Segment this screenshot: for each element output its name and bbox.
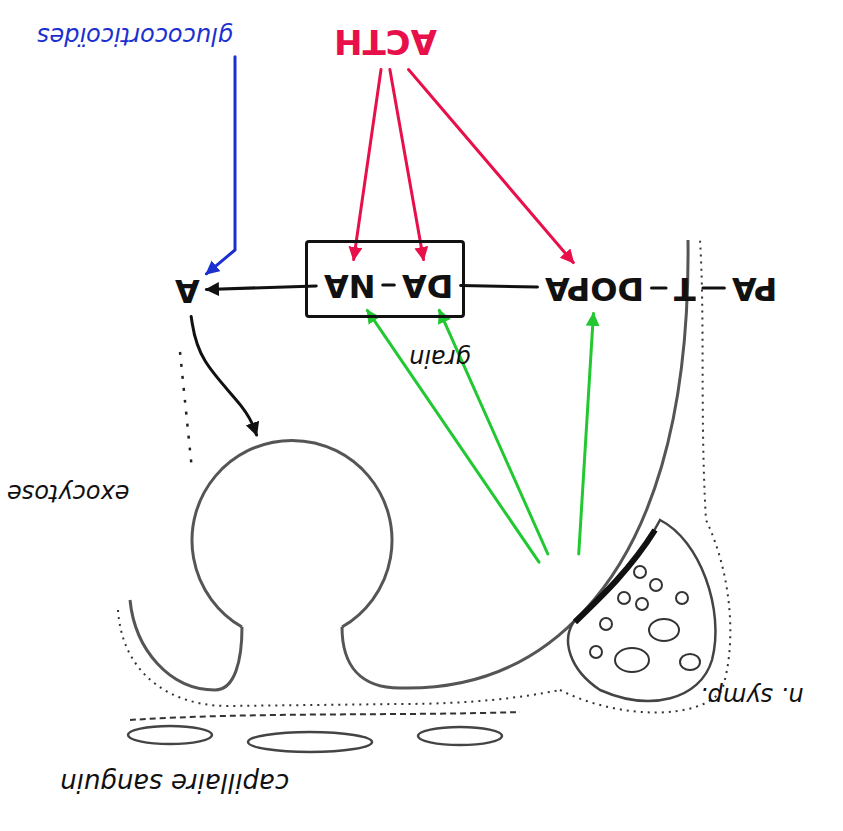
vesicle	[634, 566, 646, 578]
node-text: DOPA	[545, 270, 644, 307]
connector-arrow	[206, 57, 235, 274]
node-text: DA	[402, 267, 453, 304]
structure-label: capillaire sanguin	[60, 767, 289, 797]
synaptic-vesicles	[590, 566, 700, 672]
connector-arrow	[390, 70, 424, 260]
cell-membrane	[342, 240, 688, 688]
region-label: n. symp.	[700, 681, 803, 709]
hormone-label: glucocorticoïdes	[35, 19, 235, 51]
endothelial-cell	[128, 726, 212, 744]
synaptic-membrane	[575, 530, 655, 622]
connector-arrow	[191, 316, 256, 435]
nerve-ending: n. symp.	[545, 560, 815, 712]
basement-membrane	[118, 610, 560, 706]
vesicle-outline	[190, 440, 395, 640]
node-text: T	[674, 270, 696, 307]
molecule-label: PA	[730, 268, 779, 309]
vesicle	[650, 579, 662, 591]
molecule-label: A	[173, 270, 202, 311]
mitochondrion	[649, 619, 679, 641]
vesicle	[676, 592, 688, 604]
connector-arrow	[409, 70, 574, 263]
granule-box: grainDANA	[305, 240, 465, 318]
nerve-terminal	[568, 520, 715, 701]
basement-membrane	[560, 240, 730, 713]
vesicle	[600, 618, 612, 630]
hormone-label: ACTH	[332, 20, 439, 63]
node-text: A	[175, 272, 200, 309]
dotted-trace	[180, 352, 192, 470]
node-text: NA	[324, 267, 376, 304]
node-text: PA	[732, 270, 777, 307]
region-label: grain	[409, 343, 471, 371]
vesicle-outline	[192, 440, 392, 627]
vesicle	[636, 598, 648, 610]
connector-arrow	[652, 286, 667, 289]
node-text: glucocorticoïdes	[37, 21, 233, 49]
vesicle	[590, 646, 602, 658]
endothelial-cell	[248, 732, 372, 752]
node-text: ACTH	[334, 22, 437, 61]
vesicle	[618, 592, 630, 604]
connector-arrow	[579, 313, 594, 554]
connector-arrow	[354, 70, 381, 260]
molecule-label: DOPA	[543, 268, 646, 309]
region-label: exocytose	[7, 478, 129, 506]
structure-label: capillaire sanguin	[60, 767, 289, 797]
molecule-label: NA	[322, 265, 378, 306]
molecule-label: T	[672, 268, 698, 309]
capillary-wall	[130, 712, 520, 720]
mitochondrion	[615, 648, 649, 672]
secretory-vesicle: exocytose	[190, 440, 395, 640]
connector-arrow	[461, 286, 538, 287]
connector-arrow	[367, 310, 539, 562]
connector-arrow	[703, 286, 724, 289]
connector-arrow	[206, 286, 316, 289]
molecule-label: DA	[400, 265, 455, 306]
endothelial-cell	[418, 727, 502, 745]
connector-arrow	[383, 283, 395, 286]
mitochondrion	[680, 654, 700, 670]
